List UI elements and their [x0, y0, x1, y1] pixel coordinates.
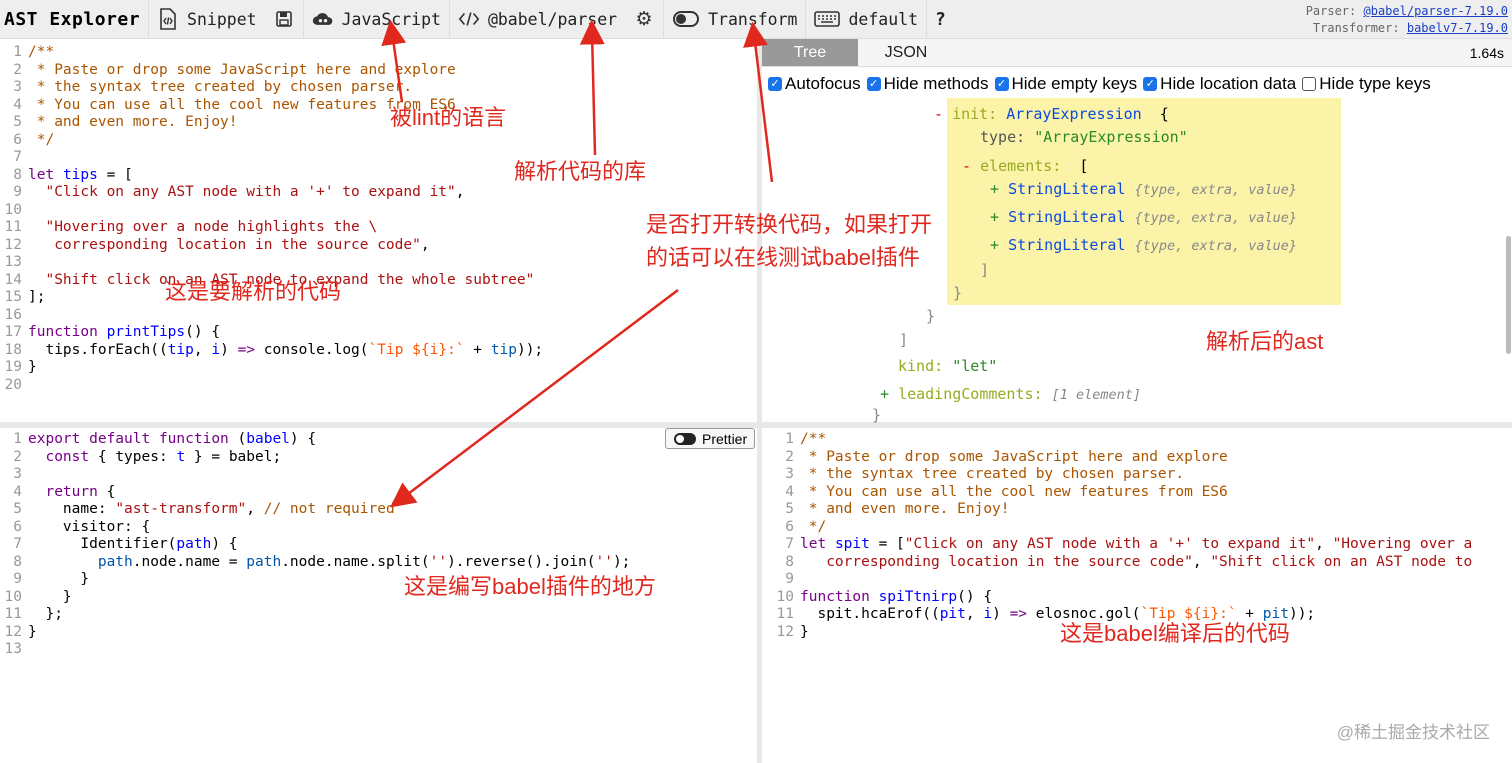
annotation-transform-toggle-1: 是否打开转换代码，如果打开	[646, 212, 933, 237]
ast-node-leading-comments[interactable]: + leadingComments: [1 element]	[880, 385, 1141, 403]
keymap-label: default	[848, 9, 919, 29]
keyboard-icon	[814, 8, 841, 30]
hide-type-keys-label: Hide type keys	[1319, 74, 1431, 93]
ast-brace: }	[953, 284, 963, 302]
language-label: JavaScript	[341, 9, 441, 29]
source-editor[interactable]: 1/** 2 * Paste or drop some JavaScript h…	[0, 40, 757, 422]
parser-select[interactable]: @babel/parser	[448, 0, 625, 39]
output-editor[interactable]: 1/** 2 * Paste or drop some JavaScript h…	[762, 428, 1512, 763]
transformer-version-link[interactable]: babelv7-7.19.0	[1406, 21, 1508, 35]
ast-brace: }	[872, 406, 882, 424]
hide-methods-label: Hide methods	[883, 74, 989, 93]
ast-bracket: ]	[980, 261, 990, 279]
code-icon	[458, 8, 480, 30]
app-logo: AST Explorer	[4, 8, 141, 30]
source-code: 1/** 2 * Paste or drop some JavaScript h…	[4, 44, 544, 393]
watermark: @稀土掘金技术社区	[1336, 723, 1490, 742]
hide-type-keys-option[interactable]: Hide type keys	[1302, 74, 1431, 94]
transform-toggle[interactable]: Transform	[663, 0, 805, 39]
snippet-icon	[157, 8, 179, 30]
gear-icon: ⚙	[635, 8, 653, 30]
annotation-source-code: 这是要解析的代码	[165, 279, 342, 304]
toggle-icon	[672, 8, 700, 30]
ast-options: ✓Autofocus ✓Hide methods ✓Hide empty key…	[768, 72, 1431, 96]
autofocus-label: Autofocus	[785, 74, 861, 93]
help-button[interactable]: ?	[926, 0, 954, 39]
hide-location-data-checkbox[interactable]: ✓	[1143, 77, 1158, 91]
language-select[interactable]: JavaScript	[302, 0, 449, 39]
cloud-icon	[312, 8, 334, 30]
toggle-icon	[674, 432, 696, 445]
hide-empty-keys-checkbox[interactable]: ✓	[994, 77, 1009, 91]
annotation-lint-language: 被lint的语言	[390, 105, 507, 130]
hide-methods-checkbox[interactable]: ✓	[866, 77, 881, 91]
ast-node-string-literal[interactable]: + StringLiteral {type, extra, value}	[990, 236, 1298, 254]
ast-tabs: Tree JSON 1.64s	[762, 39, 1512, 67]
ast-brace: }	[926, 307, 936, 325]
save-icon	[273, 8, 295, 30]
version-info: Parser: @babel/parser-7.19.0 Transformer…	[1306, 3, 1508, 37]
ast-hover-highlight	[947, 98, 1341, 305]
ast-node-elements[interactable]: - elements: [	[962, 157, 1089, 175]
hide-empty-keys-option[interactable]: ✓Hide empty keys	[994, 74, 1138, 94]
hide-methods-option[interactable]: ✓Hide methods	[866, 74, 989, 94]
tab-tree[interactable]: Tree	[762, 39, 858, 66]
ast-node-string-literal[interactable]: + StringLiteral {type, extra, value}	[990, 180, 1298, 198]
ast-bracket: ]	[899, 331, 909, 349]
vertical-splitter[interactable]	[757, 39, 762, 763]
ast-node-init[interactable]: - init: ArrayExpression {	[934, 105, 1169, 123]
transformer-version-label: Transformer:	[1312, 21, 1400, 35]
hide-location-data-option[interactable]: ✓Hide location data	[1143, 74, 1296, 94]
prettier-toggle[interactable]: Prettier	[665, 428, 755, 449]
snippet-label: Snippet	[187, 9, 257, 29]
hide-type-keys-checkbox[interactable]	[1302, 77, 1317, 91]
parser-label: @babel/parser	[487, 9, 618, 29]
parser-version-link[interactable]: @babel/parser-7.19.0	[1363, 4, 1509, 18]
save-button[interactable]	[265, 0, 303, 39]
annotation-parser-lib: 解析代码的库	[514, 159, 647, 184]
parse-time: 1.64s	[1469, 44, 1504, 61]
transform-label: Transform	[708, 9, 798, 29]
ast-prop-type: type: "ArrayExpression"	[980, 128, 1188, 146]
annotation-transform-toggle-2: 的话可以在线测试babel插件	[646, 245, 920, 270]
keymap-select[interactable]: default	[805, 0, 926, 39]
parser-settings-button[interactable]: ⚙	[625, 0, 663, 39]
ast-node-string-literal[interactable]: + StringLiteral {type, extra, value}	[990, 208, 1298, 226]
hide-location-data-label: Hide location data	[1160, 74, 1297, 93]
annotation-parsed-ast: 解析后的ast	[1206, 329, 1324, 354]
output-code: 1/** 2 * Paste or drop some JavaScript h…	[776, 431, 1473, 640]
toolbar: AST Explorer Snippet JavaScript @babel/p…	[0, 0, 1512, 39]
prettier-label: Prettier	[702, 430, 748, 447]
autofocus-checkbox[interactable]: ✓	[768, 77, 782, 91]
ast-prop-kind: kind: "let"	[898, 357, 998, 375]
parser-version-label: Parser:	[1305, 4, 1357, 18]
autofocus-option[interactable]: ✓Autofocus	[768, 74, 861, 94]
annotation-plugin-area: 这是编写babel插件的地方	[404, 574, 656, 599]
left-horizontal-splitter[interactable]	[0, 422, 757, 428]
tab-json[interactable]: JSON	[884, 43, 928, 61]
hide-empty-keys-label: Hide empty keys	[1011, 74, 1138, 93]
right-horizontal-splitter[interactable]	[762, 422, 1512, 428]
snippet-menu[interactable]: Snippet	[148, 0, 265, 39]
ast-scrollbar[interactable]	[1506, 236, 1511, 354]
annotation-output-code: 这是babel编译后的代码	[1060, 621, 1290, 646]
